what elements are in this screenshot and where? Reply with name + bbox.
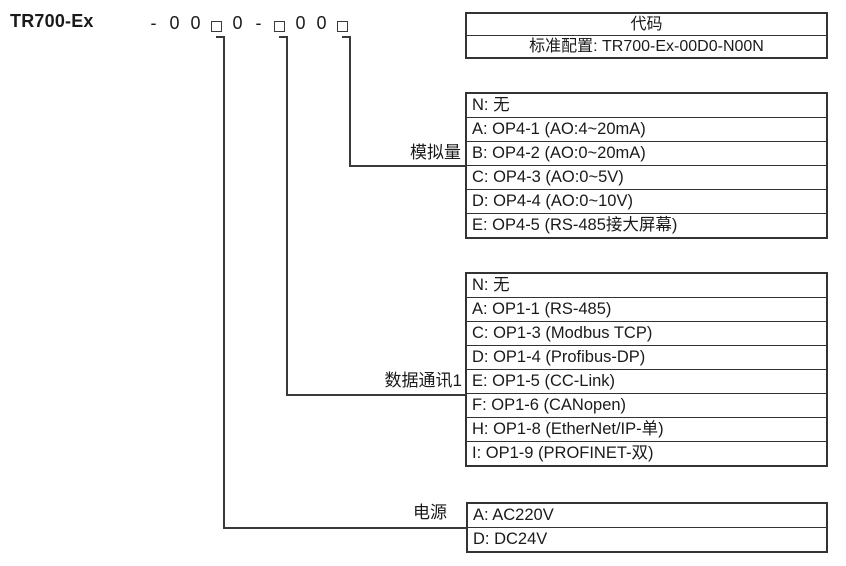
standard-config: 标准配置: TR700-Ex-00D0-N00N xyxy=(467,35,826,57)
code-cell-datacomm xyxy=(269,11,290,35)
code-cell-power xyxy=(206,11,227,35)
code-char: 0 xyxy=(190,13,201,33)
power-group-label: 电源 xyxy=(413,503,447,522)
code-char: - xyxy=(150,13,157,33)
option-row: D: OP1-4 (Profibus-DP) xyxy=(467,345,826,369)
option-row: B: OP4-2 (AO:0~20mA) xyxy=(467,141,826,165)
code-cell-analog xyxy=(332,11,353,35)
connector-analog-horizontal xyxy=(349,165,465,167)
option-row: F: OP1-6 (CANopen) xyxy=(467,393,826,417)
option-row: E: OP1-5 (CC-Link) xyxy=(467,369,826,393)
code-header-table: 代码 标准配置: TR700-Ex-00D0-N00N xyxy=(465,12,828,59)
connector-analog-vertical xyxy=(349,36,351,167)
option-row: N: 无 xyxy=(472,96,510,114)
datacomm-group-label: 数据通讯1 xyxy=(384,371,462,390)
code-char: 0 xyxy=(169,13,180,33)
connector-datacomm-horizontal xyxy=(286,394,465,396)
datacomm-options-table: N: 无 A: OP1-1 (RS-485) C: OP1-3 (Modbus … xyxy=(465,272,828,467)
connector-power-vertical xyxy=(223,36,225,529)
connector-power-horizontal xyxy=(223,527,466,529)
analog-options-table: N: 无 A: OP4-1 (AO:4~20mA) B: OP4-2 (AO:0… xyxy=(465,92,828,239)
option-row: A: AC220V xyxy=(473,506,554,524)
connector-analog-jog xyxy=(342,36,351,38)
option-row: C: OP1-3 (Modbus TCP) xyxy=(467,321,826,345)
connector-datacomm-jog xyxy=(279,36,288,38)
code-char: 0 xyxy=(316,13,327,33)
analog-group-label: 模拟量 xyxy=(410,143,461,162)
connector-datacomm-vertical xyxy=(286,36,288,396)
code-table-title: 代码 xyxy=(630,16,663,33)
option-row: D: DC24V xyxy=(468,527,826,551)
option-row: I: OP1-9 (PROFINET-双) xyxy=(467,441,826,465)
code-char: 0 xyxy=(295,13,306,33)
option-row: E: OP4-5 (RS-485接大屏幕) xyxy=(467,213,826,237)
model-code-row: - 0 0 0 - 0 0 xyxy=(143,11,353,35)
code-char: 0 xyxy=(232,13,243,33)
connector-power-jog xyxy=(216,36,225,38)
datacomm-option-box xyxy=(274,21,285,32)
option-row: H: OP1-8 (EtherNet/IP-单) xyxy=(467,417,826,441)
power-option-box xyxy=(211,21,222,32)
code-char: - xyxy=(255,13,262,33)
power-options-table: A: AC220V D: DC24V xyxy=(466,502,828,553)
analog-option-box xyxy=(337,21,348,32)
model-name: TR700-Ex xyxy=(10,11,94,31)
option-row: A: OP4-1 (AO:4~20mA) xyxy=(467,117,826,141)
option-row: A: OP1-1 (RS-485) xyxy=(467,297,826,321)
option-row: N: 无 xyxy=(472,276,510,294)
option-row: C: OP4-3 (AO:0~5V) xyxy=(467,165,826,189)
option-row: D: OP4-4 (AO:0~10V) xyxy=(467,189,826,213)
